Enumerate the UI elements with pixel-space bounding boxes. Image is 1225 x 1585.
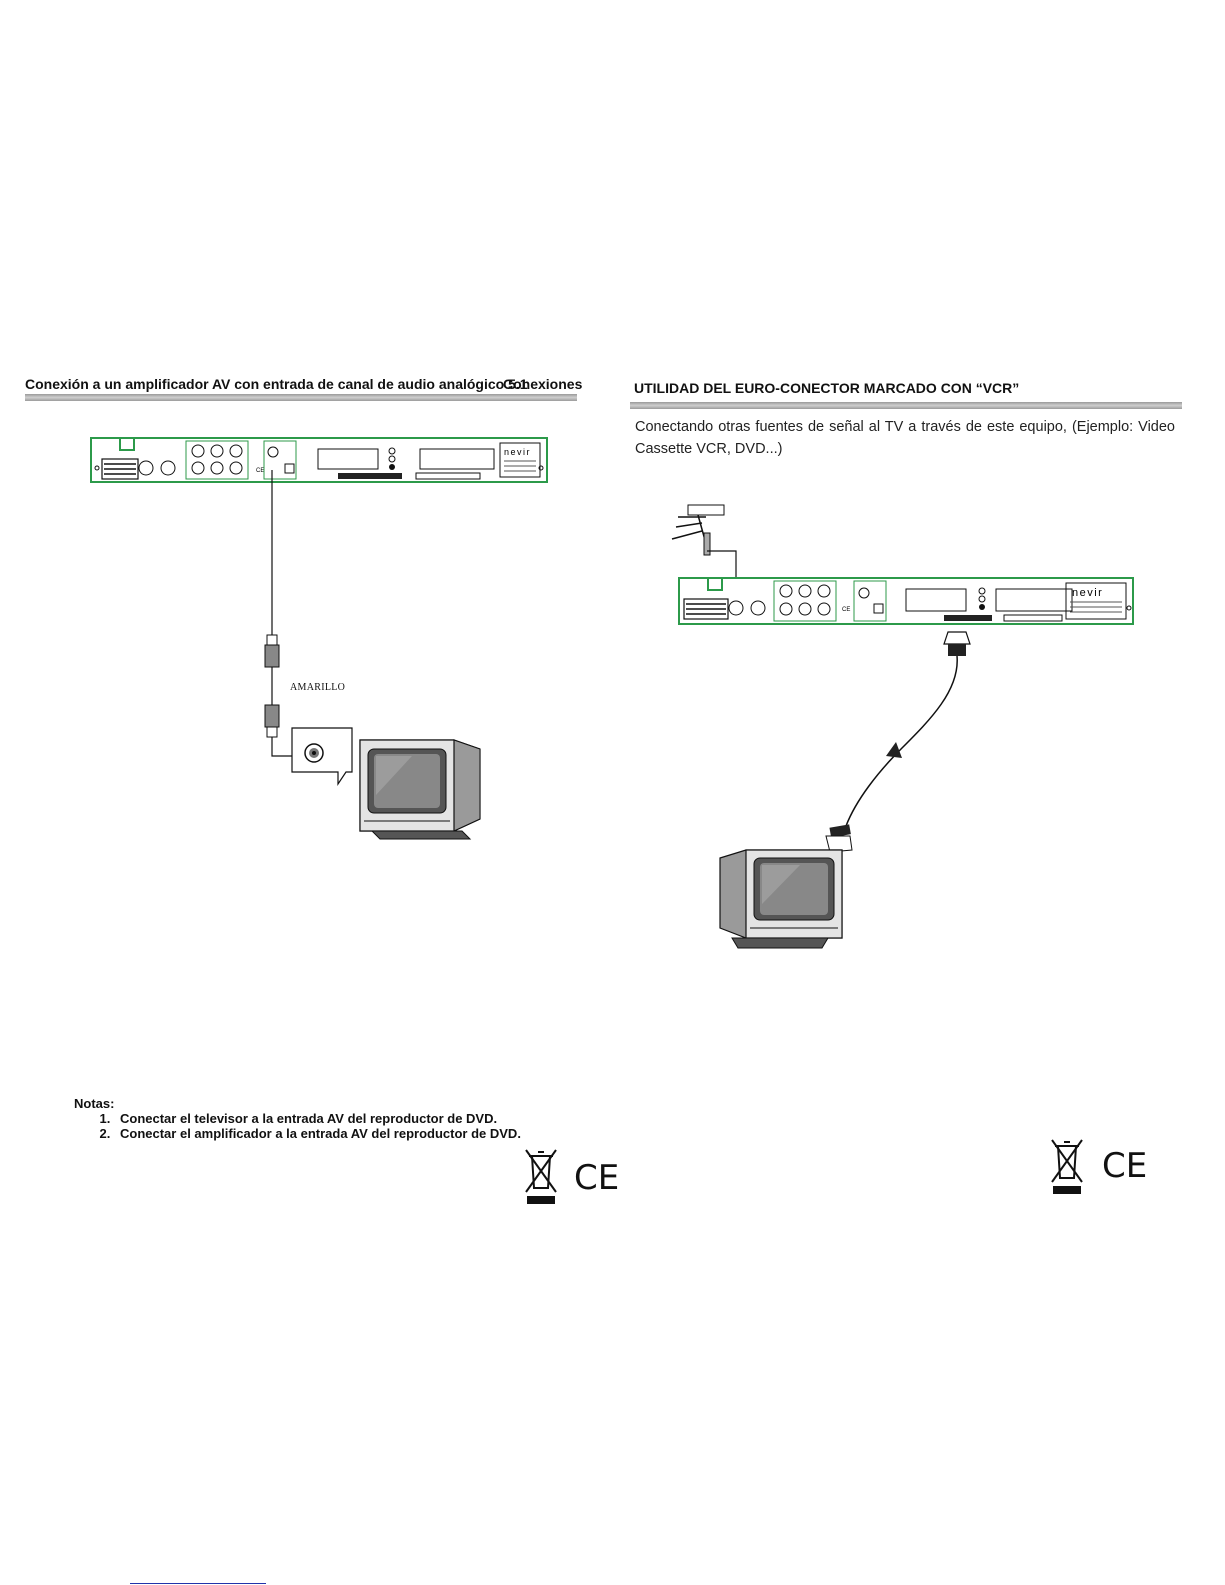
left-tv-icon [359, 739, 481, 840]
scart-cable [825, 631, 971, 853]
note-item: Conectar el amplificador a la entrada AV… [114, 1126, 534, 1141]
cable-color-label: AMARILLO [290, 682, 346, 693]
ce-mark: CE [1102, 1146, 1148, 1186]
ce-mark: CE [574, 1158, 620, 1198]
left-header-title: Conexión a un amplificador AV con entrad… [25, 376, 528, 392]
svg-text:nevir: nevir [1072, 587, 1103, 599]
right-dvd-rear-panel: CE nevir [678, 577, 1134, 625]
right-tv-icon [719, 849, 843, 949]
note-item: Conectar el televisor a la entrada AV de… [114, 1111, 534, 1126]
left-dvd-rear-panel: CE nevir [90, 437, 548, 483]
notes-section: Notas: Conectar el televisor a la entrad… [74, 1096, 534, 1141]
footer-link-underline[interactable] [130, 1583, 266, 1584]
svg-text:nevir: nevir [504, 447, 531, 457]
weee-bin-icon [525, 1149, 557, 1204]
right-header-rule [630, 402, 1182, 409]
intro-text: Conectando otras fuentes de señal al TV … [635, 419, 1175, 457]
notes-title: Notas: [74, 1096, 115, 1111]
left-yellow-cable [264, 470, 306, 757]
left-header-rule [25, 394, 577, 401]
svg-text:CE: CE [256, 468, 264, 474]
av-input-callout [291, 727, 353, 786]
antenna-icon [671, 504, 737, 601]
weee-bin-icon [1051, 1139, 1083, 1194]
left-section-label: Conexiones [503, 376, 583, 392]
svg-text:CE: CE [842, 607, 850, 613]
right-header-title: UTILIDAD DEL EURO-CONECTOR MARCADO CON “… [634, 380, 1020, 396]
